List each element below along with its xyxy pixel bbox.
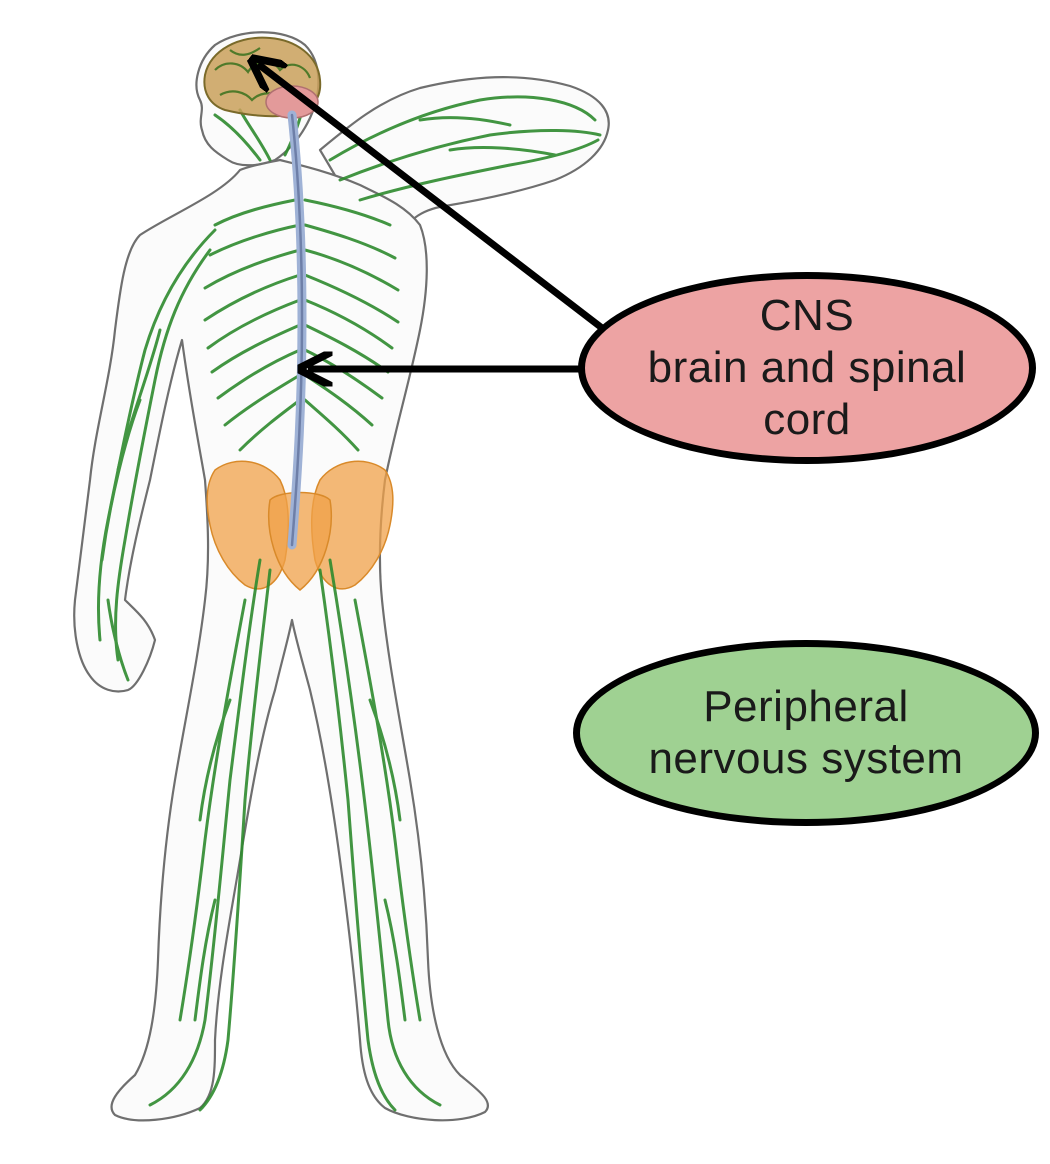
pns-label: Peripheral nervous system xyxy=(573,640,1039,826)
torso xyxy=(73,158,489,1122)
pns-label-text: Peripheral nervous system xyxy=(648,682,964,783)
peripheral-nerves xyxy=(96,95,602,1112)
cns-label-text: CNS brain and spinal cord xyxy=(647,291,967,444)
spinal-cord-core xyxy=(290,113,304,547)
arrow-to-brain xyxy=(258,64,605,331)
cns-label: CNS brain and spinal cord xyxy=(578,272,1036,464)
pelvis xyxy=(206,460,394,591)
